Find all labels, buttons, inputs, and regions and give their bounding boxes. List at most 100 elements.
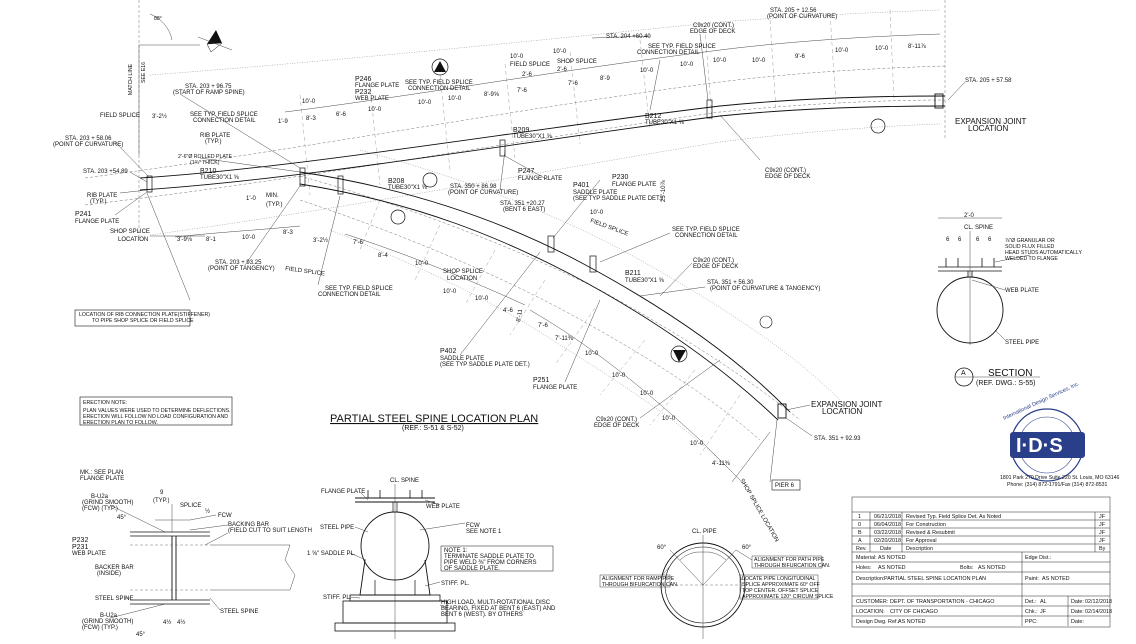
splice-typ: (TYP.): [153, 498, 170, 504]
dim-10-g: 10'-0: [553, 49, 567, 55]
dim-8-9b: 8'-9: [600, 76, 610, 82]
dim-10-k: 10'-0: [752, 58, 766, 64]
dim-1-9: 1'-9: [278, 119, 288, 125]
b212-label: B212: [645, 113, 661, 120]
erection-2: ERECTION WILL FOLLOW NO LOAD CONFIGURATI…: [83, 414, 228, 420]
rev-1-by: JF: [1099, 514, 1106, 520]
saddle-pl: 1 ⅝" SADDLE PL.: [307, 551, 356, 557]
bif-cl-pipe: CL. PIPE: [692, 529, 717, 535]
sta-351-5630: STA. 351 + 56.30: [707, 280, 754, 286]
plan-ref: (REF.: S-51 & S-52): [402, 425, 464, 432]
material-value: AS NOTED: [878, 555, 906, 561]
rolled-plate: 2'-6"Ø ROLLED PLATE: [178, 154, 233, 160]
see-typ-3: SEE TYP. FIELD SPLICE: [405, 80, 473, 86]
section-a: 2'-0 CL. SPINE 6 6 6 6 ⅞"Ø GRANULAR OR S…: [936, 213, 1083, 387]
desc-label: Description:: [856, 576, 884, 582]
pot: (POINT OF TANGENCY): [208, 266, 275, 272]
stud-note-1: ⅞"Ø GRANULAR OR: [1005, 238, 1055, 244]
sta-203-9325: STA. 203 + 93.25: [215, 260, 262, 266]
backer-inside: (INSIDE): [97, 571, 121, 577]
field-cut: (FIELD CUT TO SUIT LENGTH: [228, 528, 312, 534]
p401-see: (SEE TYP SADDLE PLATE DET.): [573, 196, 663, 202]
poc-1: (POINT OF CURVATURE): [53, 142, 123, 148]
fcw-1: (FCW) (TYP.): [82, 506, 118, 512]
path-align-box: [751, 555, 823, 569]
dim-6-6: 6'-6: [336, 112, 346, 118]
expansion-joint-2: EXPANSION JOINT: [811, 400, 883, 409]
location-3: LOCATION: [447, 276, 477, 282]
plan-text: 88° MATCH LINE SEE E16 STA. 203 + 96.75 …: [53, 8, 1027, 543]
ramp-align-1: ALIGNMENT FOR RAMP PIPE: [602, 576, 675, 582]
p230-flange: FLANGE PLATE: [612, 182, 656, 188]
field-splice-1: FIELD SPLICE: [100, 113, 140, 119]
chk-value: JF: [1040, 609, 1047, 615]
b209-tube: TUBE30"X1 ⅝: [513, 134, 553, 140]
bif-60-a: 60°: [657, 545, 667, 551]
start-ramp: (START OF RAMP SPINE): [173, 90, 245, 96]
date1-label: Date:: [1071, 599, 1084, 605]
min-label: MIN.: [266, 193, 279, 199]
rev-0-num: 0: [858, 522, 861, 528]
dim-7-6c: 7'-6: [353, 240, 363, 246]
dim-7-11: 7'-11⅜: [555, 336, 574, 342]
bolts-label: Bolts:: [960, 565, 973, 571]
saddle-web-plate: WEB PLATE: [426, 504, 460, 510]
p241-label: P241: [75, 211, 91, 218]
customer-label: CUSTOMER:: [856, 599, 888, 605]
grind-2: (GRIND SMOOTH): [82, 619, 133, 625]
dwg-label: Design Dwg. Ref.:: [856, 619, 899, 625]
holes-label: Holes:: [856, 565, 871, 571]
steel-spine-2: STEEL SPINE: [220, 609, 258, 615]
dim-1-0: 1'-0: [246, 196, 256, 202]
typ-min: (TYP.): [266, 202, 283, 208]
splice-web-plate: WEB PLATE: [72, 551, 106, 557]
section-ref: (REF. DWG.: S-55): [976, 380, 1036, 387]
spacing-3: 6: [976, 237, 980, 243]
dim-10-v: 10'-0: [690, 441, 704, 447]
see-typ-2: SEE TYP. FIELD SPLICE: [325, 286, 393, 292]
dim-10-u: 10'-0: [662, 416, 676, 422]
p251-flange: FLANGE PLATE: [533, 385, 577, 391]
fcw-2: (FCW) (TYP.): [82, 625, 118, 631]
poct: (POINT OF CURVATURE & TANGENCY): [710, 286, 820, 292]
shop-splice-location: SHOP SPLICE LOCATION: [738, 478, 779, 543]
section-steel-pipe: STEEL PIPE: [1005, 340, 1039, 346]
typ-2: (TYP.): [90, 199, 107, 205]
splice-p231: P231: [72, 544, 88, 551]
rev-b-by: JF: [1099, 530, 1106, 536]
dim-10-l: 10'-0: [835, 48, 849, 54]
dim-10-n: 10'-0: [590, 210, 604, 216]
ramp-spine: [139, 95, 946, 191]
dim-10-j: 10'-0: [713, 58, 727, 64]
dim-4-5-b: 4½: [177, 619, 185, 626]
b208-tube: TUBE30"X1 ⅝: [388, 185, 428, 191]
bent6-east: (BENT 6 EAST): [503, 207, 545, 213]
deck-outline: [84, 9, 946, 471]
dim-3-2-top: 3'-2½: [152, 113, 167, 120]
conn-detail-3: CONNECTION DETAIL: [408, 86, 471, 92]
rev-a-num: A: [858, 538, 862, 544]
b-u2a-2: B-U2a: [100, 613, 118, 619]
section-width: 2'-0: [964, 213, 974, 219]
sta-205-1256: STA. 205 + 12.56: [770, 8, 817, 14]
rev-a-date: 02/20/2018: [874, 538, 901, 544]
rev-1-date: 06/21/2018: [874, 514, 901, 520]
dim-9-6: 9'-6: [795, 54, 805, 60]
conn-detail-5: CONNECTION DETAIL: [675, 233, 738, 239]
b210-tube: TUBE30"X1 ⅝: [200, 175, 240, 181]
rev-1-num: 1: [858, 514, 861, 520]
hdr-desc: Description: [906, 546, 933, 552]
dwg-value: AS NOTED: [898, 619, 926, 625]
dim-10-a: 10'-0: [242, 235, 256, 241]
field-splice-4: FIELD SPLICE: [589, 218, 629, 237]
stiff-pl-1: STIFF. PL.: [441, 581, 470, 587]
d45-bottom: 45°: [136, 632, 146, 638]
p402-see: (SEE TYP SADDLE PLATE DET.): [440, 362, 530, 368]
bearing-2: BEARING, FIXED AT BENT 6 (EAST) AND: [441, 606, 556, 612]
spacing-4: 6: [988, 237, 992, 243]
conn-detail-2: CONNECTION DETAIL: [318, 292, 381, 298]
section-cl-spine: CL. SPINE: [964, 225, 993, 231]
dim-10-f: 10'-0: [510, 54, 524, 60]
